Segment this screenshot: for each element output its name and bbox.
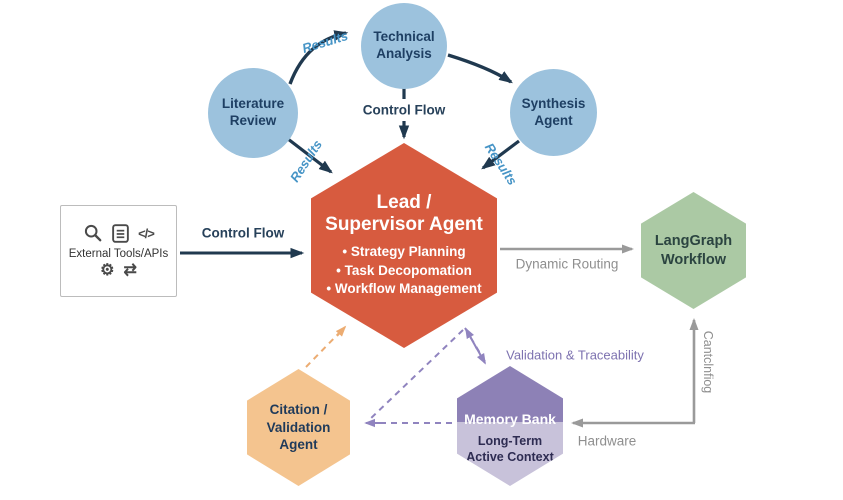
lead-bullet: • Task Decopomation [336,262,472,278]
node-label-line: Technical [373,29,435,45]
lead-bullet: • Workflow Management [326,281,482,297]
memory-bank-text: Memory Bank Long-Term Active Context [464,387,556,466]
edge-label-hardware: Hardware [577,433,637,449]
node-synthesis-agent: Synthesis Agent [510,69,597,156]
gear-icon: ⚙ [100,262,115,279]
lead-bullet: • Strategy Planning [342,244,466,260]
lead-agent-title: Lead / Supervisor Agent [325,192,483,236]
node-label-line: Agent [279,437,318,453]
node-label-line: Validation [266,419,331,435]
memory-sub-line: Active Context [466,450,554,464]
node-literature-review: Literature Review [208,68,298,158]
memory-bank-title: Memory Bank [464,410,556,427]
memory-sub-line: Long-Term [477,433,543,448]
edge-label-right-vertical: Cantclnfiog [701,330,715,394]
search-icon [84,224,102,242]
node-label-line: Synthesis [521,95,586,111]
edge-label-control-flow-top: Control Flow [362,102,446,118]
node-label-line: Citation / [269,402,328,418]
node-label-line: Agent [534,112,573,128]
document-icon [112,223,129,243]
tools-icon-row-bottom: ⚙ ⇄ [100,263,137,279]
node-label-line: Literature [221,96,285,112]
node-label-line: Review [229,113,277,128]
node-label: Literature Review [222,96,284,130]
node-label: Citation / Validation Agent [267,401,331,454]
tools-icon-row-top: </> [83,223,155,243]
node-technical-analysis: Technical Analysis [361,3,447,89]
lead-title-line: Lead / [376,192,432,214]
swap-arrows-icon: ⇄ [123,262,137,279]
external-tools-label: External Tools/APIs [68,248,169,260]
memory-bank-subtitle: Long-Term Active Context [464,433,556,466]
node-label: Technical Analysis [373,29,434,63]
node-label: LangGraph Workflow [655,232,732,270]
node-label: Synthesis Agent [522,96,586,130]
node-label-line: LangGraph [654,232,733,249]
edge-label-control-flow-left: Control Flow [201,225,285,241]
lead-agent-bullets: • Strategy Planning • Task Decopomation … [326,243,481,299]
node-external-tools: </> External Tools/APIs ⚙ ⇄ [60,205,177,297]
lead-title-line: Supervisor Agent [325,214,483,236]
edge-label-validation-traceability: Validation & Traceability [506,347,644,363]
code-icon: </> [138,225,155,241]
node-label-line: Analysis [376,46,432,61]
node-label-line: Workflow [661,251,726,268]
edge-label-dynamic-routing: Dynamic Routing [515,256,619,272]
